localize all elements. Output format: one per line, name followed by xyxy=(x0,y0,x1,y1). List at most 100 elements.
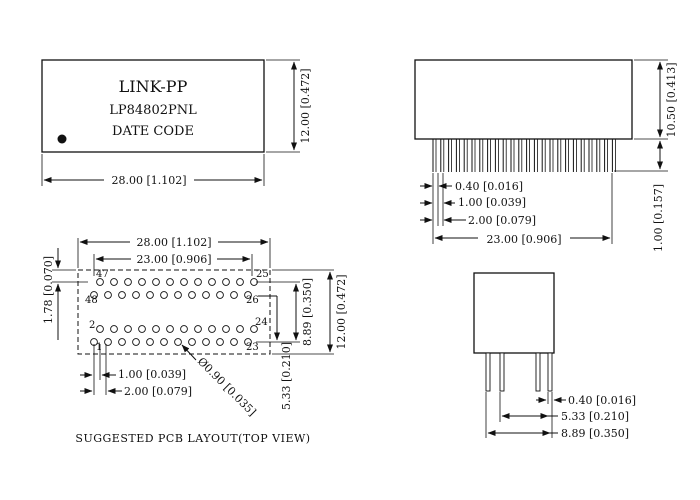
pcb-hole xyxy=(166,325,174,333)
pcb-hole xyxy=(250,325,258,333)
pcb-hole xyxy=(138,325,146,333)
date-code-label: DATE CODE xyxy=(112,124,194,139)
end-lead-width-dim: 0.40 [0.016] xyxy=(568,394,636,407)
end-leads xyxy=(485,352,553,392)
pcb-hole xyxy=(132,291,140,299)
pcb-row-spacing-dim: 8.89 [0.350] xyxy=(301,278,314,346)
pcb-pin-span-dim: 23.00 [0.906] xyxy=(136,253,211,266)
dim-bg xyxy=(130,235,218,248)
pcb-hole xyxy=(202,338,210,346)
pcb-hole xyxy=(194,278,202,286)
pcb-hole xyxy=(244,338,252,346)
pin-label-23: 23 xyxy=(246,342,259,353)
component-body-side xyxy=(414,59,633,140)
pcb-hole xyxy=(104,291,112,299)
pcb-hole xyxy=(230,338,238,346)
pin-label-24: 24 xyxy=(255,317,268,328)
pcb-row-pitch-dim: 2.00 [0.079] xyxy=(124,385,192,398)
pcb-pads xyxy=(90,278,258,346)
pcb-hole xyxy=(110,325,118,333)
pcb-hole-dim: Ø0.90 [0.035] xyxy=(195,355,259,419)
pcb-hole xyxy=(132,338,140,346)
pin1-marker-dot xyxy=(57,134,67,144)
end-lead xyxy=(547,352,553,392)
side-pitch-dim: 1.00 [0.039] xyxy=(458,196,526,209)
pcb-hole xyxy=(244,291,252,299)
side-body-height-dim: 10.50 [0.413] xyxy=(665,62,678,137)
pcb-hole xyxy=(110,278,118,286)
pcb-hole xyxy=(152,325,160,333)
pcb-hole xyxy=(118,338,126,346)
component-body-end xyxy=(473,272,555,354)
end-outer-span-dim: 8.89 [0.350] xyxy=(561,427,629,440)
pcb-hole xyxy=(208,325,216,333)
pin-label-47: 47 xyxy=(96,269,109,280)
pcb-hole xyxy=(236,278,244,286)
component-body-top xyxy=(41,59,265,153)
side-lead-width-dim: 0.40 [0.016] xyxy=(455,180,523,193)
pcb-hole xyxy=(174,338,182,346)
pcb-hole xyxy=(222,325,230,333)
pin-label-26: 26 xyxy=(246,295,259,306)
pcb-caption: SUGGESTED PCB LAYOUT(TOP VIEW) xyxy=(75,432,310,445)
end-view: 0.40 [0.016] 5.33 [0.210] 8.89 [0.350] xyxy=(473,272,636,440)
pcb-hole xyxy=(124,278,132,286)
pin-label-1: 1 xyxy=(96,342,102,353)
top-width-dim: 28.00 [1.102] xyxy=(111,174,186,187)
part-number-label: LP84802PNL xyxy=(109,103,197,118)
pcb-hole xyxy=(166,278,174,286)
pcb-hole xyxy=(236,325,244,333)
pin-label-25: 25 xyxy=(256,269,269,280)
pcb-hole xyxy=(188,338,196,346)
footprint-outline xyxy=(77,269,271,355)
pcb-height-dim: 12.00 [0.472] xyxy=(335,274,348,349)
end-lead xyxy=(499,352,505,392)
pcb-hole xyxy=(104,338,112,346)
pcb-width-dim: 28.00 [1.102] xyxy=(136,236,211,249)
pcb-pitch-dim: 1.00 [0.039] xyxy=(118,368,186,381)
top-height-dim: 12.00 [0.472] xyxy=(299,68,312,143)
pcb-hole xyxy=(202,291,210,299)
pcb-hole xyxy=(146,338,154,346)
pcb-hole xyxy=(174,291,182,299)
side-view: 10.50 [0.413] 1.00 [0.157] 0.40 [0.016] … xyxy=(414,59,678,252)
end-lead xyxy=(535,352,541,392)
pcb-hole xyxy=(188,291,196,299)
pcb-hole xyxy=(160,291,168,299)
dim-bg xyxy=(478,231,570,245)
pcb-layout: 47 48 25 26 2 1 24 23 28.00 [1.102] 23.0… xyxy=(42,235,348,445)
pcb-hole xyxy=(208,278,216,286)
end-lead xyxy=(485,352,491,392)
side-leads xyxy=(432,139,616,172)
pcb-hole xyxy=(216,338,224,346)
brand-label: LINK-PP xyxy=(119,77,188,96)
side-row-pitch-dim: 2.00 [0.079] xyxy=(468,214,536,227)
pcb-hole xyxy=(216,291,224,299)
dim-bg xyxy=(104,172,194,186)
end-inner-span-dim: 5.33 [0.210] xyxy=(561,410,629,423)
dim-bg xyxy=(131,252,217,265)
side-lead-length-dim: 1.00 [0.157] xyxy=(652,184,665,252)
pcb-edge-offset-dim: 1.78 [0.070] xyxy=(42,256,55,324)
pcb-hole xyxy=(124,325,132,333)
leader-line xyxy=(181,344,197,361)
top-view: LINK-PP LP84802PNL DATE CODE 28.00 [1.10… xyxy=(41,59,312,187)
pcb-vertical-offset-dim: 5.33 [0.210] xyxy=(280,342,293,410)
pin-label-48: 48 xyxy=(85,295,98,306)
pcb-hole xyxy=(180,325,188,333)
pcb-hole xyxy=(118,291,126,299)
pcb-hole xyxy=(96,278,104,286)
pcb-hole xyxy=(222,278,230,286)
pcb-hole xyxy=(194,325,202,333)
pcb-hole xyxy=(180,278,188,286)
pcb-hole xyxy=(146,291,154,299)
pcb-hole xyxy=(160,338,168,346)
pcb-hole xyxy=(90,291,98,299)
pcb-hole xyxy=(138,278,146,286)
pin-label-2: 2 xyxy=(89,320,95,331)
pcb-hole xyxy=(152,278,160,286)
side-pin-span-dim: 23.00 [0.906] xyxy=(486,233,561,246)
pcb-hole xyxy=(96,325,104,333)
pcb-hole xyxy=(230,291,238,299)
